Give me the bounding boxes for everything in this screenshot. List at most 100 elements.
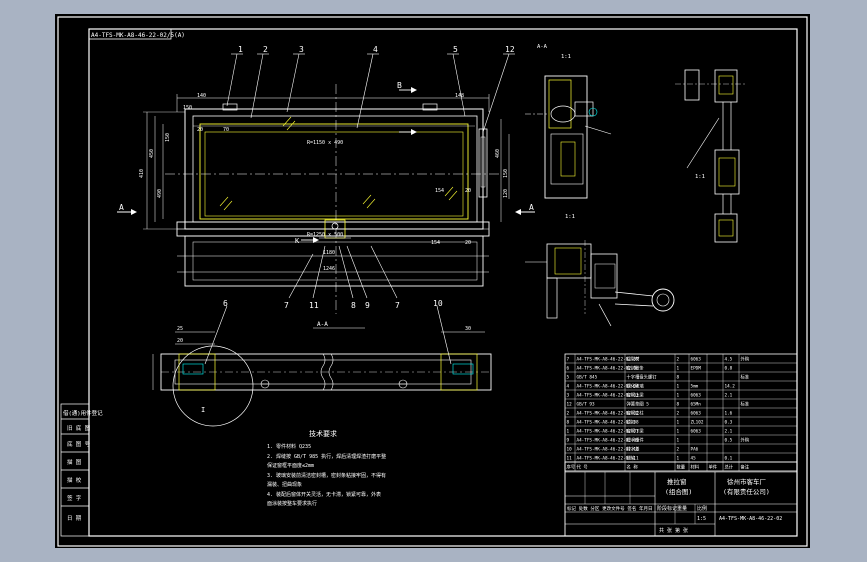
strip-label-3: 描 图 — [67, 458, 82, 466]
bom-cell: 65Mn — [691, 402, 702, 408]
tech-note-4: 漏装、扭曲现象 — [267, 481, 302, 488]
bom-cell: 2 — [567, 411, 570, 417]
title-name-l1: 推拉窗 — [667, 477, 687, 486]
bom-cell: GB/T 845 — [577, 375, 598, 381]
bom-cell: 7 — [567, 357, 570, 363]
dim-20-bottom: 20 — [465, 188, 471, 194]
bom-cell: A4-TFS-MK-A8-46-22-02-10 — [577, 447, 639, 453]
title-code-bottom: A4-TFS-MK-A8-46-22-02 — [719, 516, 782, 522]
title-block — [564, 461, 798, 537]
balloon-7a: 7 — [284, 301, 289, 310]
section-a-left: A — [119, 203, 124, 212]
cad-drawing-sheet: A4-TFS-MK-A8-46-22-02/5(A) 借(通)用件登记 旧 底 … — [55, 14, 810, 548]
bom-cell: A4-TFS-MK-A8-46-22-02-02 — [577, 411, 639, 417]
bom-header-cell: 代 号 — [577, 464, 588, 471]
bom-cell: 铝型材 — [627, 356, 641, 363]
title-company-l1: 徐州市客车厂 — [727, 477, 767, 486]
side-section-view: A-A 1:1 — [525, 44, 612, 199]
bom-cell: 1 — [677, 438, 680, 444]
bom-cell: 排水盖 — [627, 446, 641, 453]
bom-cell: A4-TFS-MK-A8-46-22-02-09 — [577, 438, 639, 444]
bom-header-cell: 名 称 — [627, 464, 639, 471]
title-stage: 阶段标记 — [657, 505, 677, 512]
title-weight: 重量 — [677, 505, 687, 512]
bom-cell: 窗框下梁 — [627, 428, 645, 435]
hinge-detail-view: 1:1 — [675, 69, 745, 243]
bom-cell: 1 — [567, 429, 570, 435]
bom-cell: 6063 — [691, 393, 702, 399]
balloon-2: 2 — [263, 45, 268, 54]
dim-148: 148 — [455, 93, 464, 99]
balloon-11: 11 — [309, 301, 319, 310]
bom-header-cell: 总计 — [725, 464, 734, 471]
latch-view-scale: 1:1 — [565, 214, 575, 220]
hinge-view-scale: 1:1 — [695, 174, 705, 180]
bom-cell: ZL102 — [691, 420, 704, 426]
balloon-4: 4 — [373, 45, 378, 54]
bom-cell: 4 — [567, 384, 570, 390]
dim-r-120: 120 — [503, 189, 509, 198]
dim-70: 70 — [223, 127, 229, 133]
drawing-svg: A4-TFS-MK-A8-46-22-02/5(A) 借(通)用件登记 旧 底 … — [57, 16, 808, 547]
code-box-text: A4-TFS-MK-A8-46-22-02/5(A) — [91, 32, 185, 39]
bom-cell: 销轴 — [627, 455, 636, 462]
section-a-right: A — [529, 203, 534, 212]
bom-cell: 2 — [677, 411, 680, 417]
title-name-l2: (组合图) — [665, 487, 692, 496]
dim-h-150: 150 — [165, 133, 171, 142]
bom-cell: 45 — [691, 456, 697, 462]
bom-cell: 2 — [677, 447, 680, 453]
bom-cell: 2.1 — [725, 429, 733, 435]
section-k: K — [295, 237, 300, 245]
tech-note-2: 保证窗框平面度≤2mm — [267, 462, 314, 469]
tech-note-5: 4. 装配后窗体开关灵活，无卡滞，锁紧可靠，外表 — [267, 491, 381, 498]
side-view-scale: 1:1 — [561, 54, 571, 60]
title-company-l2: (有限责任公司) — [723, 487, 770, 496]
bom-cell: 14.2 — [725, 384, 736, 390]
sec-dim-25: 25 — [177, 326, 183, 332]
balloon-7b: 7 — [395, 301, 400, 310]
bom-cell: 窗框立柱 — [627, 410, 645, 417]
balloon-5: 5 — [453, 45, 458, 54]
dim-150: 150 — [183, 105, 192, 111]
code-box — [88, 28, 172, 40]
dim-20-left: 20 — [197, 127, 203, 133]
bom-cell: 1 — [677, 384, 680, 390]
title-sheet: 共 张 第 张 — [659, 527, 688, 534]
bom-cell: 12 — [567, 402, 573, 408]
bom-cell: GB/T 93 — [577, 402, 596, 408]
bom-cell: 5 — [567, 375, 570, 381]
bom-cell: A4-TFS-MK-A8-46-22-02-03 — [577, 393, 639, 399]
bom-cell: A4-TFS-MK-A8-46-22-02-04 — [577, 384, 639, 390]
dim-140: 140 — [197, 93, 206, 99]
bom-cell: 外购 — [741, 437, 750, 444]
tech-note-0: 1. 零件材料 Q235 — [267, 443, 311, 450]
dim-h-410: 410 — [139, 169, 145, 178]
bom-cell: 0.1 — [725, 456, 733, 462]
bom-cell: 十字槽盘头螺钉 — [627, 374, 658, 381]
bom-cell: 标准 — [741, 401, 750, 408]
strip-label-1: 旧 底 图 — [67, 424, 91, 432]
strip-label-4: 描 校 — [67, 476, 82, 484]
detail-label: I — [201, 406, 205, 414]
bom-header-cell: 备注 — [741, 464, 750, 471]
dim-h-450: 450 — [149, 149, 155, 158]
tech-note-1: 2. 焊缝按 GB/T 985 执行，焊后清理焊渣打磨平整 — [267, 453, 386, 460]
bom-header-cell: 数量 — [677, 464, 686, 471]
bom-cell: 6063 — [691, 357, 702, 363]
balloon-8: 8 — [351, 301, 356, 310]
bom-cell: 6063 — [691, 411, 702, 417]
bom-cell: 2 — [677, 357, 680, 363]
bom-cell: 5mm — [691, 384, 699, 390]
inner-frame — [88, 28, 798, 537]
balloon-9: 9 — [365, 301, 370, 310]
bom-cell: 外购 — [741, 356, 750, 363]
bom-cell: 窗框上梁 — [627, 392, 645, 399]
dim-154-bottom: 154 — [435, 188, 444, 194]
bom-cell: 1 — [677, 366, 680, 372]
balloon-3: 3 — [299, 45, 304, 54]
front-view — [117, 53, 535, 314]
bom-cell: 8 — [677, 402, 680, 408]
bom-cell: A4-TFS-MK-A8-46-22-02-06 — [577, 366, 639, 372]
